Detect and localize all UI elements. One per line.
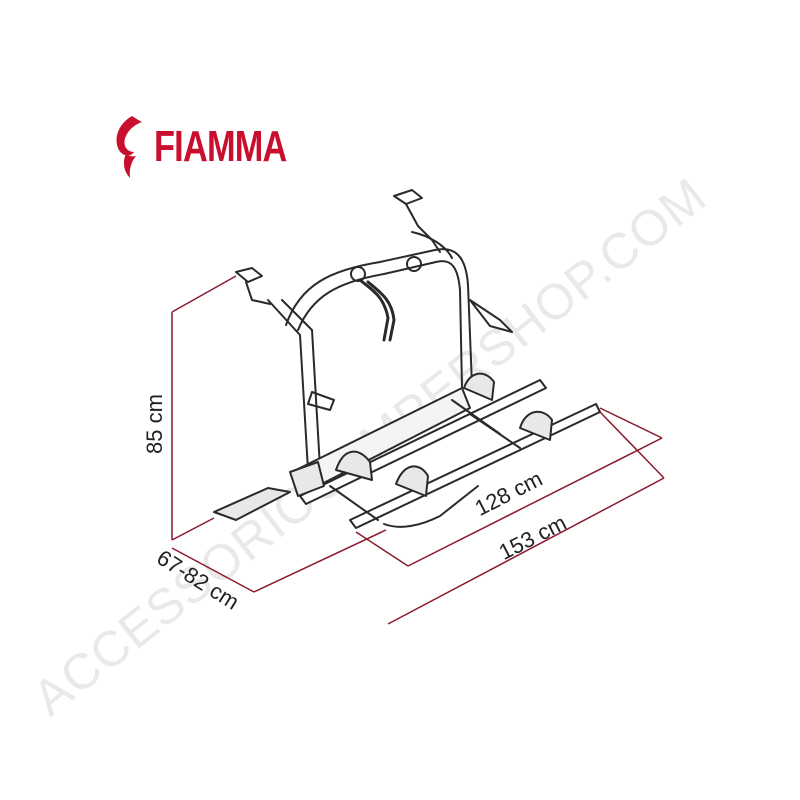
top-crossbar <box>285 248 473 386</box>
wheel-holder-left <box>335 450 373 481</box>
total-width-dimension: 153 cm <box>495 510 571 565</box>
wheel-holder-right <box>519 410 553 441</box>
strap <box>358 278 396 342</box>
rail-length-dimension: 128 cm <box>471 466 547 521</box>
height-dimension: 85 cm <box>142 394 167 454</box>
left-mount <box>235 267 271 305</box>
wheel-holder-mid <box>395 465 429 497</box>
right-mount <box>393 189 441 253</box>
brand-name: FIAMMA <box>154 122 287 171</box>
flame-icon <box>116 116 142 178</box>
foot-plate <box>213 487 291 521</box>
left-upright <box>267 299 321 471</box>
brand-logo: FIAMMA <box>112 112 324 182</box>
